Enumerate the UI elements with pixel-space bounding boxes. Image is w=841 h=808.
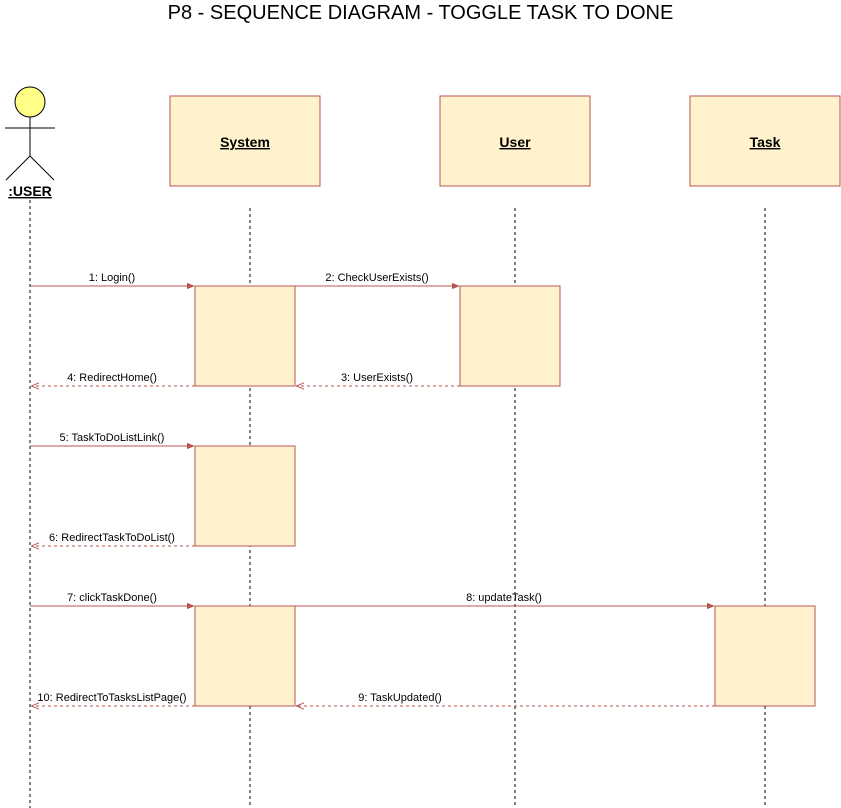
actor-label: :USER <box>8 183 52 199</box>
message-3-label: 3: UserExists() <box>341 372 413 384</box>
message-10-label: 10: RedirectToTasksListPage() <box>37 692 186 704</box>
participant-task-box <box>689 95 841 187</box>
message-4-label: 4: RedirectHome() <box>67 372 157 384</box>
message-1: 1: Login() <box>30 272 195 290</box>
activation-system-2 <box>194 445 296 547</box>
message-9-label: 9: TaskUpdated() <box>358 692 442 704</box>
participant-task: Task <box>689 95 841 187</box>
message-7: 7: clickTaskDone() <box>30 592 195 610</box>
message-8: 8: updateTask() <box>295 592 715 610</box>
actor-figure: :USER <box>5 86 55 199</box>
message-8-label: 8: updateTask() <box>466 592 542 604</box>
message-6: 6: RedirectTaskToDoList() <box>32 532 195 546</box>
participant-user-box <box>439 95 591 187</box>
message-7-label: 7: clickTaskDone() <box>67 592 157 604</box>
participant-system-box <box>169 95 321 187</box>
message-5-label: 5: TaskToDoListLink() <box>60 432 165 444</box>
diagram-title: P8 - SEQUENCE DIAGRAM - TOGGLE TASK TO D… <box>167 2 674 24</box>
participant-system-label: System <box>220 134 270 150</box>
message-2-label: 2: CheckUserExists() <box>325 272 428 284</box>
message-6-label: 6: RedirectTaskToDoList() <box>49 532 175 544</box>
message-9: 9: TaskUpdated() <box>297 692 715 706</box>
message-1-label: 1: Login() <box>89 272 135 284</box>
activation-system-3 <box>194 605 296 707</box>
message-5: 5: TaskToDoListLink() <box>30 432 195 450</box>
participant-task-label: Task <box>750 134 781 150</box>
message-3: 3: UserExists() <box>297 372 460 386</box>
participant-user: User <box>439 95 591 187</box>
actor-left-leg <box>5 155 31 181</box>
activation-system-1 <box>194 285 296 387</box>
activation-task-1 <box>714 605 816 707</box>
actor-head <box>14 86 46 118</box>
message-4: 4: RedirectHome() <box>32 372 195 386</box>
message-2: 2: CheckUserExists() <box>295 272 460 290</box>
activation-user-1 <box>459 285 561 387</box>
actor-right-leg <box>29 155 55 181</box>
message-10: 10: RedirectToTasksListPage() <box>32 692 195 706</box>
participant-user-label: User <box>499 134 531 150</box>
participant-system: System <box>169 95 321 187</box>
